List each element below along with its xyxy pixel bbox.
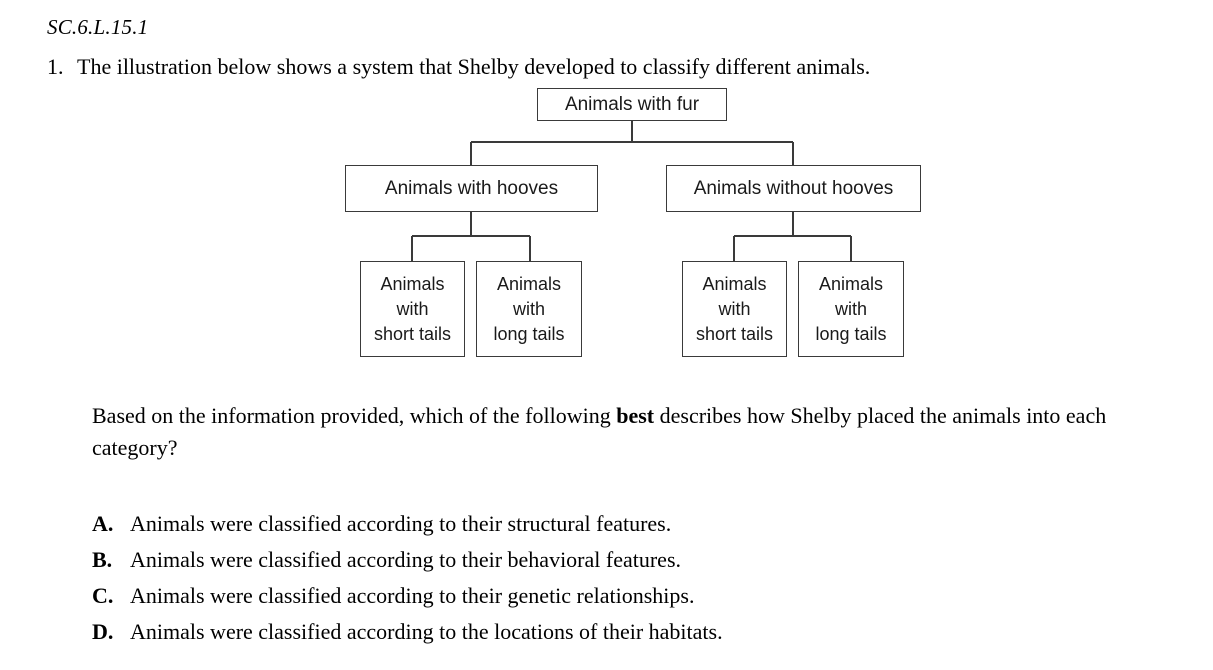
answer-choice-b-letter: B.	[92, 547, 113, 572]
answer-choice-a-text: Animals were classified according to the…	[130, 511, 672, 536]
answer-choice-b-text: Animals were classified according to the…	[130, 547, 681, 572]
answer-choice-c-text: Animals were classified according to the…	[130, 583, 695, 608]
answer-choices-list: A. Animals were classified according to …	[92, 506, 1182, 650]
answer-choice-a[interactable]: A. Animals were classified according to …	[92, 506, 1182, 542]
answer-choice-d-text: Animals were classified according to the…	[130, 619, 723, 644]
answer-choice-b[interactable]: B. Animals were classified according to …	[92, 542, 1182, 578]
node-animals-with-fur: Animals with fur	[537, 88, 727, 121]
prompt-text-before-bold: Based on the information provided, which…	[92, 403, 617, 428]
question-stem: 1. The illustration below shows a system…	[47, 52, 1187, 82]
answer-choice-d-letter: D.	[92, 619, 114, 644]
question-stem-text: The illustration below shows a system th…	[77, 54, 871, 79]
node-no-hooves-long-tails: Animals with long tails	[798, 261, 904, 357]
node-animals-with-hooves: Animals with hooves	[345, 165, 598, 212]
question-number: 1.	[47, 54, 64, 79]
answer-choice-c-letter: C.	[92, 583, 114, 608]
prompt-emphasis-best: best	[616, 403, 655, 428]
prompt-text-after-bold: describes how Shelby placed the animals …	[92, 403, 1107, 460]
node-hooves-long-tails: Animals with long tails	[476, 261, 582, 357]
answer-choice-c[interactable]: C. Animals were classified according to …	[92, 578, 1182, 614]
prompt-paragraph: Based on the information provided, which…	[92, 400, 1182, 464]
animal-classification-diagram: Animals with fur Animals with hooves Ani…	[0, 84, 1213, 374]
node-animals-without-hooves: Animals without hooves	[666, 165, 921, 212]
diagram-connector-lines	[411, 120, 852, 261]
node-no-hooves-short-tails: Animals with short tails	[682, 261, 787, 357]
answer-choice-d[interactable]: D. Animals were classified according to …	[92, 614, 1182, 650]
answer-choice-a-letter: A.	[92, 511, 114, 536]
node-hooves-short-tails: Animals with short tails	[360, 261, 465, 357]
standard-code: SC.6.L.15.1	[47, 15, 149, 39]
